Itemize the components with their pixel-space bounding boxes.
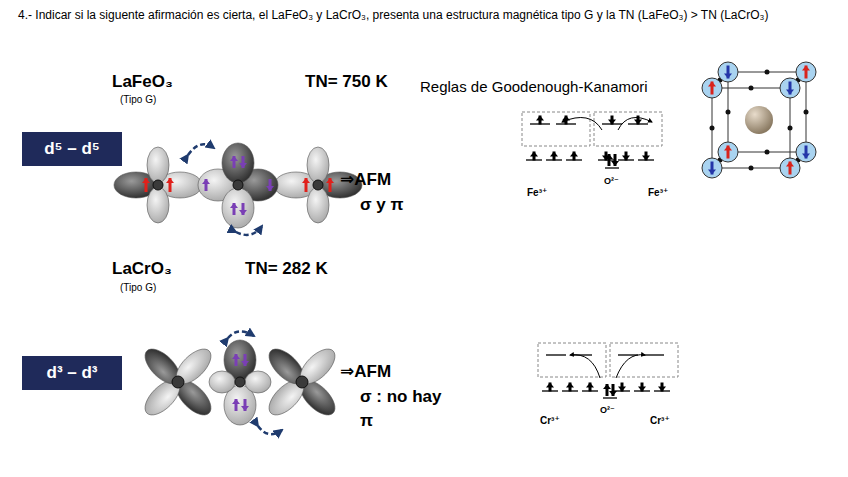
neel-temperature: TN= 282 K <box>245 259 328 279</box>
config-label: d⁵ – d⁵ <box>44 139 100 159</box>
bond-type: σ y π <box>360 195 404 215</box>
compound-name: LaFeO₃ <box>112 72 173 92</box>
slide-title: 4.- Indicar si la siguente afirmación es… <box>18 8 818 24</box>
rules-heading: Reglas de Goodenough-Kanamori <box>420 78 648 95</box>
compound-name: LaCrO₃ <box>112 259 172 279</box>
ion-label: Cr³⁺ <box>650 415 670 427</box>
fe-o-fe-orbitals <box>114 143 362 235</box>
energy-level-diagrams <box>522 112 678 398</box>
cr-o-cr-orbitals <box>139 331 341 434</box>
ion-label: O²⁻ <box>600 405 615 415</box>
ion-label: Fe³⁺ <box>648 187 668 199</box>
orbital-config-box: d³ – d³ <box>22 356 122 390</box>
coupling-result: ⇒AFM <box>340 362 391 382</box>
orbital-config-box: d⁵ – d⁵ <box>22 132 122 166</box>
ion-label: O²⁻ <box>604 176 619 186</box>
neel-temperature: TN= 750 K <box>305 72 388 92</box>
perovskite-g-type-cell <box>702 62 816 178</box>
bond-type: σ : no hay <box>360 387 442 407</box>
ion-label: Fe³⁺ <box>527 187 547 199</box>
structure-type: (Tipo G) <box>120 94 156 106</box>
config-label: d³ – d³ <box>47 363 98 383</box>
ion-label: Cr³⁺ <box>540 415 560 427</box>
coupling-result: ⇒AFM <box>340 170 391 190</box>
structure-type: (Tipo G) <box>120 282 156 294</box>
bond-type: π <box>360 411 373 431</box>
